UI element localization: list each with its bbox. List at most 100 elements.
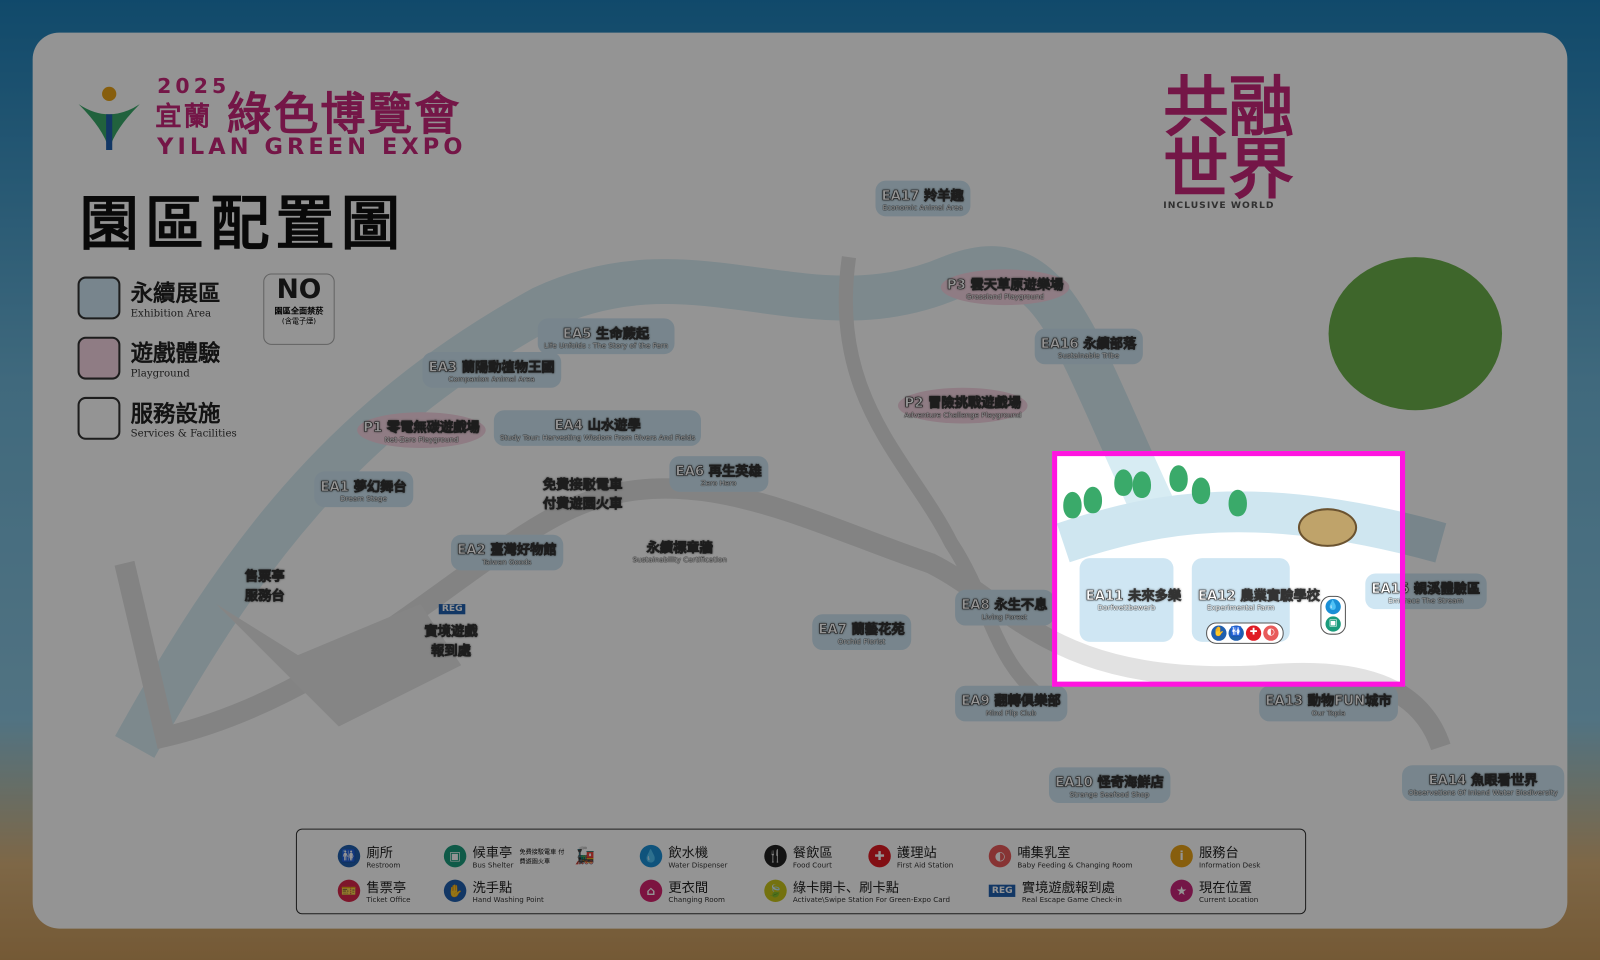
label-en: Restroom (366, 861, 401, 870)
label: 現在位置 (1198, 880, 1253, 896)
no-smoking-text: 園區全面禁菸 (274, 306, 324, 316)
north-road (838, 256, 1058, 713)
map-card: 2025 宜蘭 綠色博覽會 YILAN GREEN EXPO 園區配置圖 永續展… (32, 32, 1568, 929)
label-en: Baby Feeding & Changing Room (1017, 861, 1133, 870)
tree-icon (1132, 471, 1152, 498)
tree-icon (1083, 486, 1103, 514)
zone-name: P2 冒險挑戰遊戲場 (904, 395, 1021, 412)
expo-logo-icon (73, 84, 144, 155)
info-icon: i (1170, 844, 1193, 867)
zone-name-en: Orchid Florist (837, 637, 886, 646)
label: 候車亭 (472, 845, 513, 862)
zone-name: EA17 羚羊趣 (881, 188, 964, 205)
zone-name: EA16 永續部落 (1040, 336, 1137, 353)
zone-name-en: Economic Animal Area (882, 204, 963, 213)
label: 服務設施 (130, 402, 221, 428)
no-smoking-note: (含電子煙) (281, 317, 317, 326)
label-note: 免費接駁電車 付費遊園火車 (519, 848, 565, 865)
zone-name-en: Living Forest (981, 613, 1028, 622)
zone-name-en: Life Unfolds : The Story of the Fern (543, 341, 669, 350)
zone-name-en: Dream Stage (340, 494, 387, 504)
tree-icon (1063, 491, 1082, 519)
zone-name: EA11 未來多樂 (1085, 588, 1182, 605)
zone-name-en: Our Topia (1311, 709, 1346, 718)
zone-name-en: Study Tour: Harvesting Wisdom From River… (499, 433, 696, 442)
label: 洗手點 (472, 880, 513, 896)
zone-name-en: Zero Hero (700, 479, 737, 488)
zone-name: EA8 永生不息 (961, 597, 1048, 614)
water-drop-icon: 💧 (639, 844, 663, 867)
no-smoking-mark: NO (276, 274, 322, 306)
bus-shelter-icon: ▣ (443, 844, 467, 867)
escape-game-label: 實境遊戲 報到處 (424, 624, 478, 660)
zone-name-en: Grassland Playground (966, 292, 1045, 302)
tree-icon (1191, 477, 1211, 505)
zone-name: EA3 蘭陽動植物王國 (428, 360, 555, 376)
train-label: 免費接駁電車 付費遊園火車 (542, 477, 623, 513)
services-swatch (77, 396, 121, 440)
label: 護理站 (896, 845, 937, 862)
ticket-icon: 🎫 (337, 879, 361, 902)
expo-title-en: YILAN GREEN EXPO (157, 134, 467, 161)
inclusive-line1: 共融 (1163, 70, 1294, 146)
label-en: Playground (130, 368, 190, 380)
inclusive-en: INCLUSIVE WORLD (1163, 200, 1275, 211)
reg-badge: REG (438, 604, 466, 615)
zone-name: P1 零電無碳遊戲場 (363, 420, 480, 436)
train-icon: 🚂 (574, 845, 595, 866)
label-en: Hand Washing Point (472, 895, 544, 905)
label-en: Ticket Office (366, 895, 411, 905)
expo-title-cn: 綠色博覽會 (226, 88, 462, 141)
label: 售票亭 (366, 880, 407, 896)
fork-knife-icon: 🍴 (764, 844, 787, 867)
bird-globe-illustration (1328, 257, 1503, 411)
zone-name: EA10 怪奇海鮮店 (1055, 775, 1164, 791)
zone-name: EA12 農業實驗學校 (1197, 588, 1321, 605)
first-aid-icon: ✚ (1245, 625, 1262, 641)
river (115, 246, 1176, 758)
label-en: Bus Shelter (472, 861, 514, 870)
facility-pill-ea12: ✋ 🚻 ✚ ◐ (1206, 622, 1284, 644)
zone-name: EA7 蘭藝花苑 (818, 622, 905, 638)
label-en: Water Dispenser (668, 861, 728, 870)
zone-name-en: Dorfwettbewerb (1097, 604, 1156, 613)
exhibition-swatch (77, 276, 121, 319)
expo-year: 2025 (157, 73, 231, 98)
label-en: First Aid Station (896, 861, 954, 870)
label-en: Current Location (1198, 895, 1259, 905)
hand-wash-icon: ✋ (443, 879, 467, 902)
inclusive-world-title: 共融 世界 INCLUSIVE WORLD (1163, 70, 1294, 211)
label: 服務台 (1198, 845, 1239, 862)
restroom-icon: 🚻 (337, 844, 361, 867)
facility-pill-water: 💧 ▣ (1320, 595, 1346, 635)
tree-icon (1114, 469, 1133, 496)
